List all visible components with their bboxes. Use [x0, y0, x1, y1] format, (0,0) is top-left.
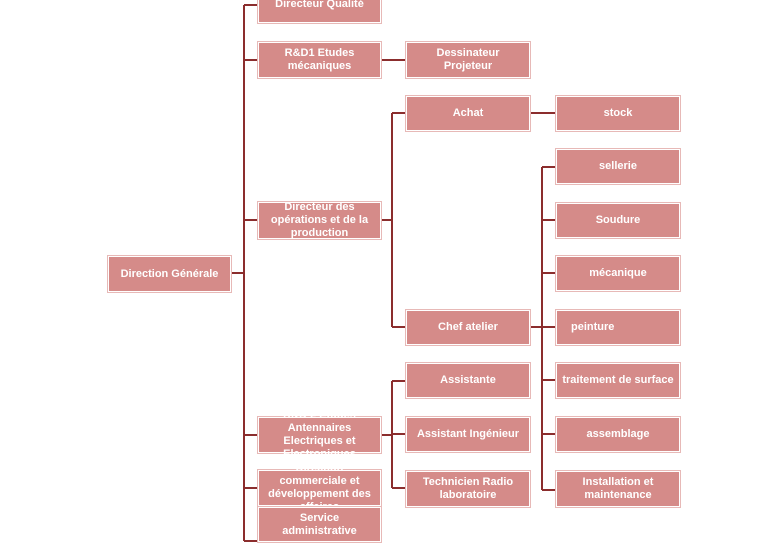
node-stock: stock — [556, 96, 680, 131]
node-directeur-operations: Directeur des opérations et de la produc… — [258, 201, 381, 239]
node-rd1-etudes-mecaniques: R&D1 Etudes mécaniques — [258, 42, 381, 78]
node-dessinateur-projeteur: Dessinateur Projeteur — [406, 42, 530, 78]
node-technicien-radio: Technicien Radio laboratoire — [406, 471, 530, 507]
node-chef-atelier: Chef atelier — [406, 310, 530, 345]
node-assistant-ingenieur: Assistant Ingénieur — [406, 417, 530, 452]
node-direction-commerciale: Direction commerciale et développement d… — [258, 462, 381, 513]
node-mecanique: mécanique — [556, 256, 680, 291]
node-achat: Achat — [406, 96, 530, 131]
node-direction-generale: Direction Générale — [108, 256, 231, 292]
node-peinture: peinture — [556, 310, 680, 345]
node-traitement-de-surface: traitement de surface — [556, 363, 680, 398]
node-soudure: Soudure — [556, 203, 680, 238]
node-rd2-etudes-antennaires: R&D 2 Etudes Antennaires Electriques et … — [258, 409, 381, 460]
node-assemblage: assemblage — [556, 417, 680, 452]
node-assistante: Assistante — [406, 363, 530, 398]
node-directeur-qualite: Directeur Qualité — [258, 0, 381, 23]
node-service-administrative: Service administrative — [258, 507, 381, 542]
node-installation-maintenance: Installation et maintenance — [556, 471, 680, 507]
node-sellerie: sellerie — [556, 149, 680, 184]
